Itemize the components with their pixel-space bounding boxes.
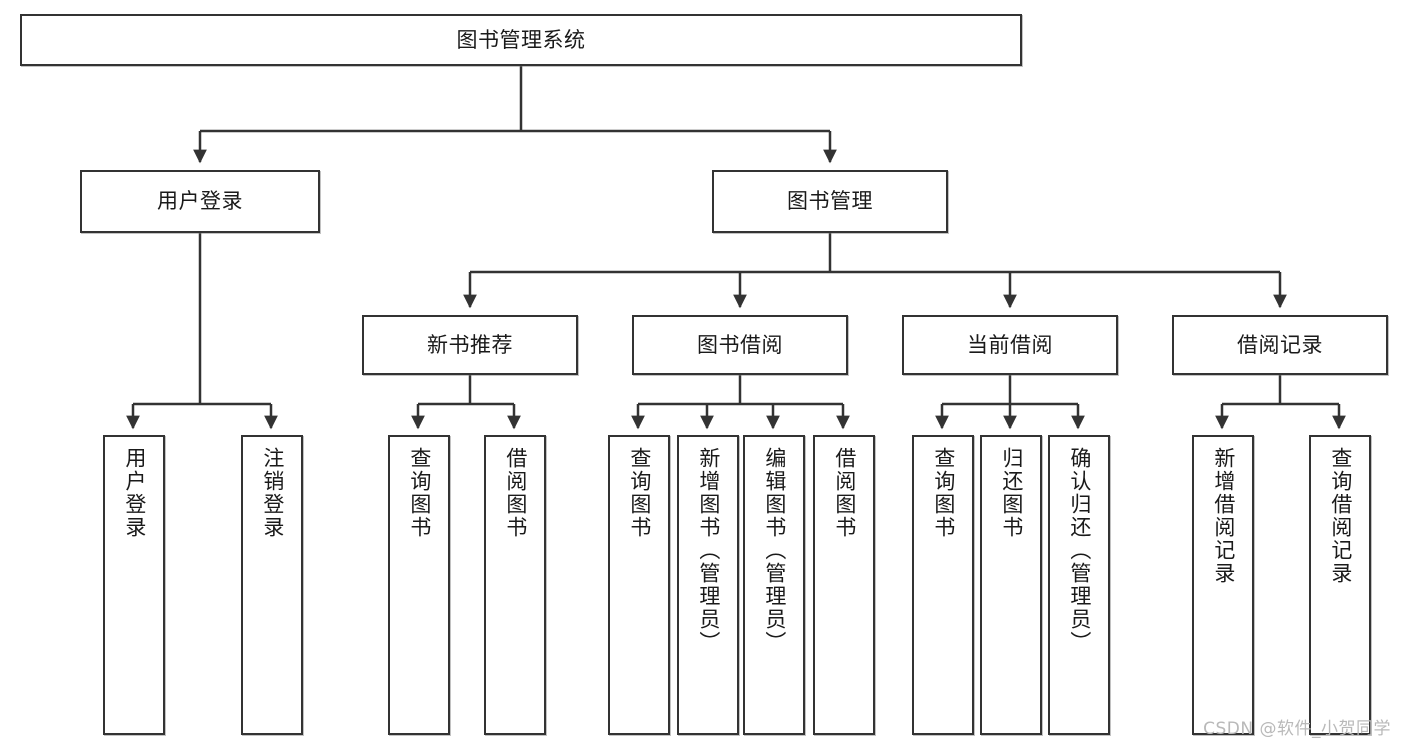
node-label: 查询图书: [407, 447, 432, 539]
node-book-borrow[interactable]: 图书借阅: [632, 315, 848, 375]
node-label: 当前借阅: [967, 332, 1053, 357]
node-label: 借阅图书: [503, 447, 528, 539]
node-label: 新增图书（管理员）: [696, 447, 721, 654]
leaf-current-borrow-confirm-return[interactable]: 确认归还（管理员）: [1048, 435, 1110, 735]
leaf-current-borrow-return[interactable]: 归还图书: [980, 435, 1042, 735]
node-label: 确认归还（管理员）: [1067, 447, 1092, 654]
leaf-new-book-query[interactable]: 查询图书: [388, 435, 450, 735]
node-label: 新书推荐: [427, 332, 513, 357]
node-label: 图书管理: [787, 189, 873, 214]
node-label: 用户登录: [157, 189, 243, 214]
leaf-book-borrow-query[interactable]: 查询图书: [608, 435, 670, 735]
leaf-user-login-logout[interactable]: 注销登录: [241, 435, 303, 735]
node-borrow-record[interactable]: 借阅记录: [1172, 315, 1388, 375]
leaf-user-login-login[interactable]: 用户登录: [103, 435, 165, 735]
node-label: 查询借阅记录: [1328, 447, 1353, 585]
node-label: 借阅记录: [1237, 332, 1323, 357]
leaf-borrow-record-add[interactable]: 新增借阅记录: [1192, 435, 1254, 735]
leaf-book-borrow-edit[interactable]: 编辑图书（管理员）: [743, 435, 805, 735]
leaf-current-borrow-query[interactable]: 查询图书: [912, 435, 974, 735]
node-user-login[interactable]: 用户登录: [80, 170, 320, 233]
node-root-system[interactable]: 图书管理系统: [20, 14, 1022, 66]
node-book-management[interactable]: 图书管理: [712, 170, 948, 233]
node-label: 查询图书: [627, 447, 652, 539]
leaf-new-book-borrow[interactable]: 借阅图书: [484, 435, 546, 735]
node-label: 归还图书: [999, 447, 1024, 539]
node-label: 注销登录: [260, 447, 285, 539]
leaf-book-borrow-borrow[interactable]: 借阅图书: [813, 435, 875, 735]
node-label: 编辑图书（管理员）: [762, 447, 787, 654]
node-new-book-recommend[interactable]: 新书推荐: [362, 315, 578, 375]
node-label: 新增借阅记录: [1211, 447, 1236, 585]
node-label: 借阅图书: [832, 447, 857, 539]
leaf-borrow-record-query[interactable]: 查询借阅记录: [1309, 435, 1371, 735]
node-label: 查询图书: [931, 447, 956, 539]
node-label: 图书管理系统: [456, 27, 586, 52]
node-current-borrow[interactable]: 当前借阅: [902, 315, 1118, 375]
node-label: 图书借阅: [697, 332, 783, 357]
node-label: 用户登录: [122, 447, 147, 539]
leaf-book-borrow-add[interactable]: 新增图书（管理员）: [677, 435, 739, 735]
